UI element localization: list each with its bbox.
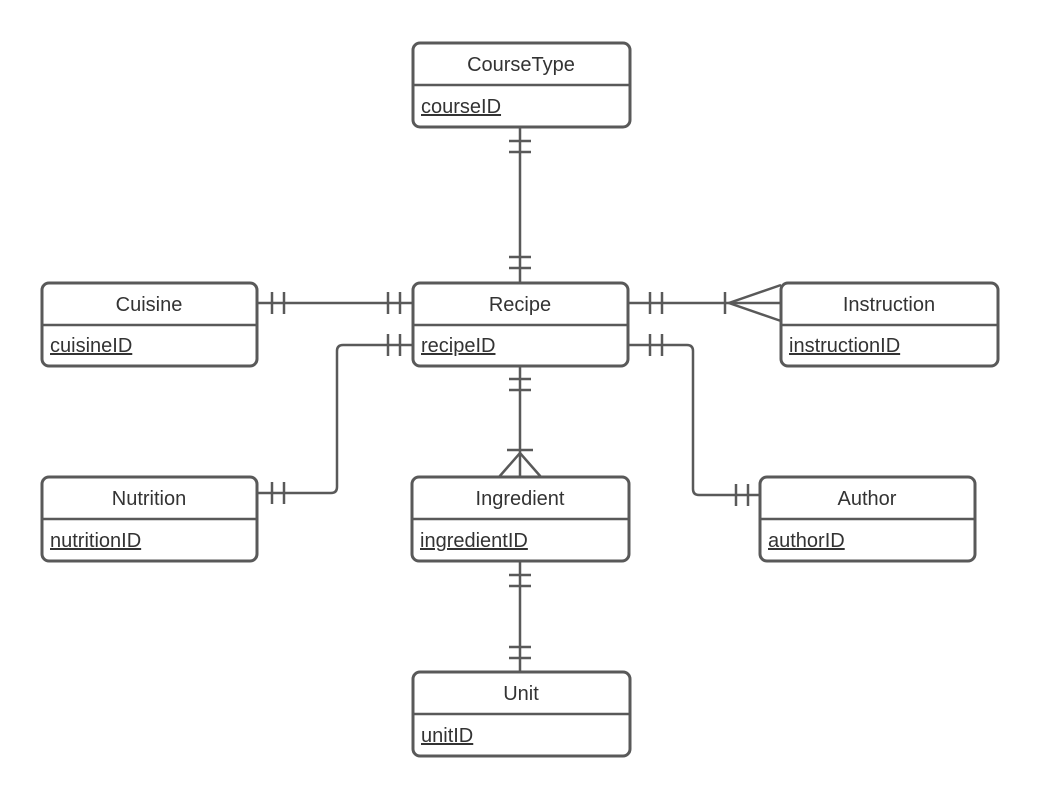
entity-ingredient[interactable]: Ingredient ingredientID (410, 475, 631, 563)
entity-cuisine-primary-key: cuisineID (50, 335, 132, 357)
edge-recipe-author[interactable] (628, 334, 760, 506)
one-and-only-one-marker (386, 292, 402, 314)
entity-cuisine-title: Cuisine (116, 294, 183, 316)
entity-ingredient-title: Ingredient (476, 488, 565, 510)
entity-recipe[interactable]: Recipe recipeID (411, 281, 630, 368)
entity-instruction[interactable]: Instruction instructionID (779, 281, 1000, 368)
entity-author-title: Author (838, 488, 897, 510)
entity-instruction-title: Instruction (843, 294, 935, 316)
edge-ingredient-unit[interactable] (509, 561, 531, 672)
edge-nutrition-recipe[interactable] (257, 334, 413, 504)
entity-nutrition-primary-key: nutritionID (50, 530, 141, 552)
one-and-only-one-marker (734, 484, 750, 506)
entity-instruction-primary-key: instructionID (789, 335, 900, 357)
entity-coursetype[interactable]: CourseType courseID (411, 41, 632, 129)
entity-author-primary-key: authorID (768, 530, 845, 552)
crows-foot-many-marker (723, 283, 782, 323)
one-and-only-one-marker (648, 334, 664, 356)
one-and-only-one-marker (509, 139, 531, 154)
entity-ingredient-primary-key: ingredientID (420, 530, 528, 552)
one-and-only-one-marker (270, 482, 286, 504)
one-and-only-one-marker (386, 334, 402, 356)
edge-recipe-instruction[interactable] (628, 283, 782, 323)
one-and-only-one-marker (509, 255, 531, 270)
one-and-only-one-marker (270, 292, 286, 314)
entity-unit-title: Unit (503, 683, 539, 705)
edge-cuisine-recipe[interactable] (257, 292, 413, 314)
entity-unit[interactable]: Unit unitID (411, 670, 632, 758)
entity-author[interactable]: Author authorID (758, 475, 977, 563)
edge-recipe-ingredient[interactable] (498, 366, 542, 478)
entity-nutrition-title: Nutrition (112, 488, 186, 510)
entity-recipe-primary-key: recipeID (421, 335, 495, 357)
entity-cuisine[interactable]: Cuisine cuisineID (40, 281, 259, 368)
entity-coursetype-title: CourseType (467, 54, 575, 76)
one-and-only-one-marker (509, 377, 531, 392)
entity-nutrition[interactable]: Nutrition nutritionID (40, 475, 259, 563)
one-and-only-one-marker (509, 645, 531, 660)
entity-unit-primary-key: unitID (421, 725, 473, 747)
entity-coursetype-primary-key: courseID (421, 96, 501, 118)
one-and-only-one-marker (509, 573, 531, 588)
entity-recipe-title: Recipe (489, 294, 551, 316)
edge-coursetype-recipe[interactable] (509, 127, 531, 283)
crows-foot-many-marker (498, 448, 542, 478)
one-and-only-one-marker (648, 292, 664, 314)
